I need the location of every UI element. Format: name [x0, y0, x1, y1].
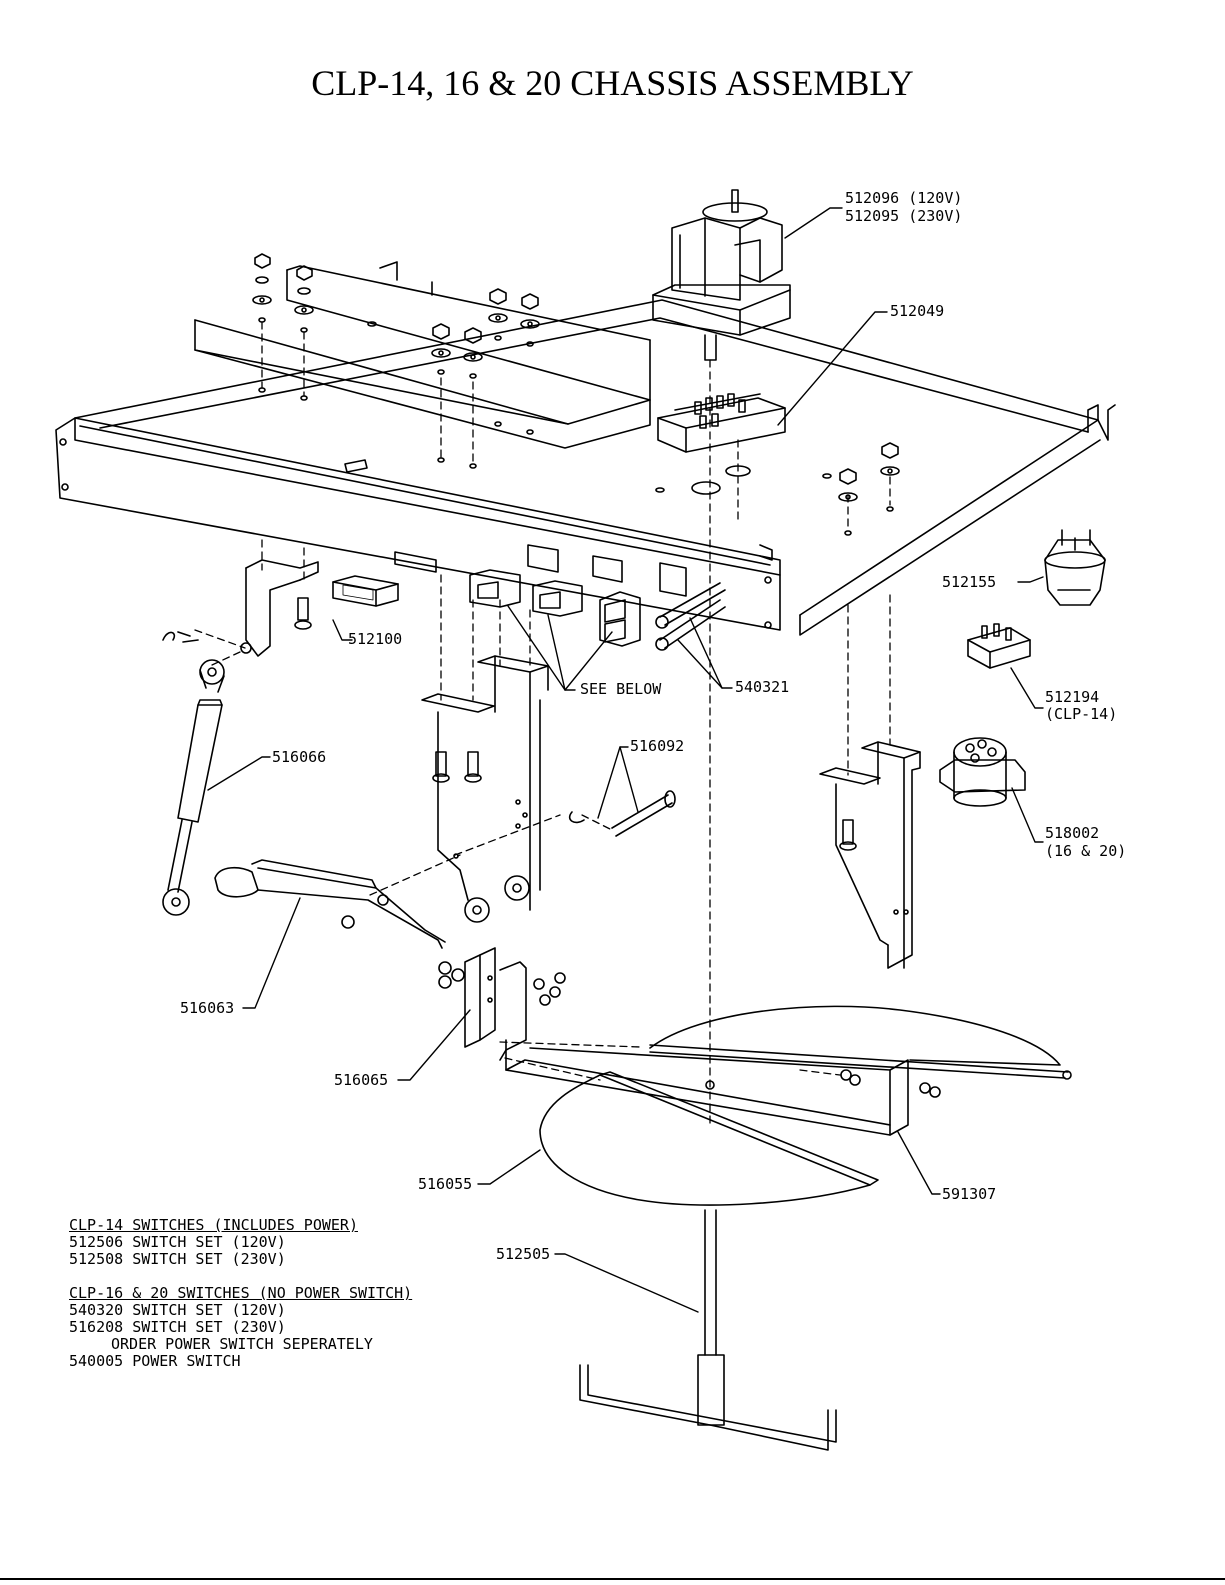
callout-591307: 591307 — [942, 1185, 996, 1203]
pins-516092 — [568, 790, 676, 837]
right-nut-stacks — [838, 442, 900, 536]
callout-516092: 516092 — [630, 737, 684, 755]
thermostat-512155 — [1044, 529, 1106, 606]
clp14-heading: CLP-14 SWITCHES (INCLUDES POWER) — [69, 1216, 358, 1234]
hinge-bracket-right — [819, 741, 921, 969]
clp14-line-1: 512506 SWITCH SET (120V) — [69, 1233, 286, 1251]
terminal-block-512049 — [657, 393, 786, 453]
notes-gap — [69, 1268, 412, 1285]
callout-516055: 516055 — [418, 1175, 472, 1193]
bottom-rule — [0, 1578, 1225, 1580]
lever-516063 — [214, 859, 446, 949]
latch-512100 — [332, 575, 399, 607]
callout-see-below: SEE BELOW — [580, 680, 662, 698]
clp16-line-3: ORDER POWER SWITCH SEPERATELY — [111, 1335, 373, 1353]
leader-lines — [207, 207, 1044, 1313]
bracket-516065 — [438, 947, 566, 1061]
callout-512096: 512096 (120V) — [845, 189, 962, 207]
callout-512194: 512194 — [1045, 688, 1099, 706]
agitator-assembly — [505, 1005, 1072, 1451]
callout-512100: 512100 — [348, 630, 402, 648]
connector-518002 — [939, 737, 1026, 807]
clp16-line-2: 516208 SWITCH SET (230V) — [69, 1318, 286, 1336]
clp16-line-1: 540320 SWITCH SET (120V) — [69, 1301, 286, 1319]
hinge-bracket-left — [240, 559, 319, 657]
callout-516065: 516065 — [334, 1071, 388, 1089]
rocker-switches — [469, 569, 641, 647]
callout-540321: 540321 — [735, 678, 789, 696]
callout-512095: 512095 (230V) — [845, 207, 962, 225]
clp14-line-2: 512508 SWITCH SET (230V) — [69, 1250, 286, 1268]
switch-512194 — [967, 623, 1031, 669]
top-channel — [194, 261, 651, 449]
callout-518002: 518002 — [1045, 824, 1099, 842]
gear-motor-512096 — [652, 189, 791, 361]
callout-518002-note: (16 & 20) — [1045, 842, 1126, 860]
nut-washer-stacks — [252, 253, 540, 469]
callout-516063: 516063 — [180, 999, 234, 1017]
clp16-heading: CLP-16 & 20 SWITCHES (NO POWER SWITCH) — [69, 1284, 413, 1302]
callout-512505: 512505 — [496, 1245, 550, 1263]
alignment-lines — [194, 321, 891, 1126]
clp16-line-4: 540005 POWER SWITCH — [69, 1352, 241, 1370]
gas-spring-516066 — [162, 631, 225, 916]
switch-notes: CLP-14 SWITCHES (INCLUDES POWER) 512506 … — [69, 1217, 412, 1370]
callout-512049: 512049 — [890, 302, 944, 320]
pins-540321 — [655, 582, 726, 651]
callout-512194-note: (CLP-14) — [1045, 705, 1117, 723]
page-title: CLP-14, 16 & 20 CHASSIS ASSEMBLY — [311, 63, 914, 103]
callout-516066: 516066 — [272, 748, 326, 766]
callout-512155: 512155 — [942, 573, 996, 591]
